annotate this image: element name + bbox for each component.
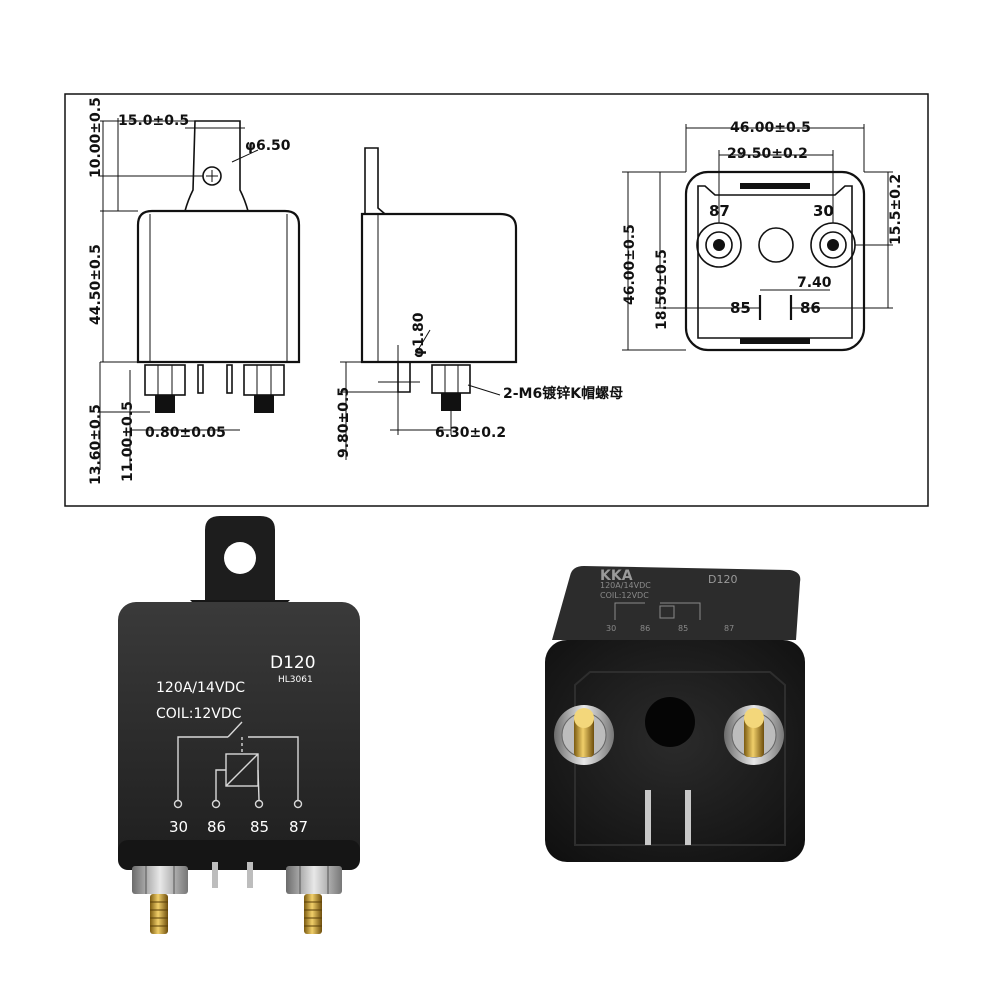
side-view: φ1.80 9.80±0.5 6.30±0.2 2-M6镀锌K帽螺母 xyxy=(336,147,623,460)
technical-drawing: 15.0±0.5 φ6.50 10.00±0.5 44.50±0.5 13.60… xyxy=(64,93,929,507)
pin-label-small-30: 30 xyxy=(606,624,616,633)
center-boss xyxy=(758,227,794,263)
blade-terminal xyxy=(212,862,218,888)
tab-width-label: 15.0±0.5 xyxy=(118,113,189,129)
side-body-outline xyxy=(360,212,518,364)
side-tab xyxy=(364,147,388,215)
pin-label-small-86: 86 xyxy=(640,624,650,633)
left-terminal xyxy=(144,364,186,413)
relay-photo-front: D120 HL3061 120A/14VDC COIL:12VDC 30 86 … xyxy=(118,516,360,934)
bottom-height-label: 46.00±0.5 xyxy=(622,224,638,305)
pin-86-label: 86 xyxy=(800,299,821,317)
relay-photo-bottom: KKA D120 120A/14VDC COIL:12VDC 30 86 85 … xyxy=(545,566,805,862)
terminal-height-label: 13.60±0.5 xyxy=(88,404,104,485)
pin-label-small-87: 87 xyxy=(724,624,734,633)
stud-right xyxy=(724,705,784,765)
bottom-view: 46.00±0.5 29.50±0.2 46.00±0.5 18.50±0.5 … xyxy=(622,120,904,352)
pin-label-87: 87 xyxy=(289,818,308,836)
schematic-small xyxy=(614,602,701,620)
coil-label-small: COIL:12VDC xyxy=(600,591,649,600)
blade-spacing-label: 7.40 xyxy=(797,275,832,291)
relay-body-outline xyxy=(136,209,301,364)
center-boss xyxy=(645,697,695,747)
front-view: 15.0±0.5 φ6.50 10.00±0.5 44.50±0.5 13.60… xyxy=(88,97,301,485)
stud-spacing-label: 29.50±0.2 xyxy=(727,146,808,162)
body-height-label: 44.50±0.5 xyxy=(88,244,104,325)
drawing-frame xyxy=(64,93,929,507)
blade-left xyxy=(197,364,204,394)
blade-offset-label: 6.30±0.2 xyxy=(435,425,506,441)
brand-label: KKA xyxy=(600,568,633,584)
pin-label-30: 30 xyxy=(169,818,188,836)
bottom-body-outline xyxy=(684,170,866,352)
model-label: D120 xyxy=(270,653,316,673)
blade-terminal xyxy=(685,790,691,845)
coil-label: COIL:12VDC xyxy=(156,706,242,722)
rating-label-small: 120A/14VDC xyxy=(600,581,651,590)
stud-offset-label: 15.5±0.2 xyxy=(888,174,904,245)
rating-label: 120A/14VDC xyxy=(156,680,245,696)
nut-note-label: 2-M6镀锌K帽螺母 xyxy=(503,385,623,402)
pin-label-86: 86 xyxy=(207,818,226,836)
bracket-hole xyxy=(224,542,256,574)
left-stud xyxy=(132,866,188,934)
right-terminal xyxy=(243,364,285,413)
stud-left xyxy=(554,705,614,765)
tab-height-label: 10.00±0.5 xyxy=(88,97,104,178)
blade-height-label: 18.50±0.5 xyxy=(654,249,670,330)
base-height-label: 9.80±0.5 xyxy=(336,387,352,458)
serial-label: HL3061 xyxy=(278,675,313,685)
model-label-small: D120 xyxy=(708,573,737,586)
blade-thickness-label: 0.80±0.05 xyxy=(145,425,226,441)
blade-right xyxy=(226,364,233,394)
pin-diameter-label: φ1.80 xyxy=(411,312,427,358)
pin-30-label: 30 xyxy=(813,202,834,220)
relay-housing xyxy=(118,602,360,870)
relay-bottom-face xyxy=(545,640,805,862)
pin-label-85: 85 xyxy=(250,818,269,836)
stud-height-label: 11.00±0.5 xyxy=(120,401,136,482)
pin-85-label: 85 xyxy=(730,299,751,317)
blade-terminal xyxy=(645,790,651,845)
pin-87-label: 87 xyxy=(709,202,730,220)
blade-terminal xyxy=(247,862,253,888)
right-stud xyxy=(286,866,342,934)
pin-label-small-85: 85 xyxy=(678,624,688,633)
relay-schematic xyxy=(173,721,303,809)
hole-diameter-label: φ6.50 xyxy=(245,138,291,154)
bottom-width-label: 46.00±0.5 xyxy=(730,120,811,136)
